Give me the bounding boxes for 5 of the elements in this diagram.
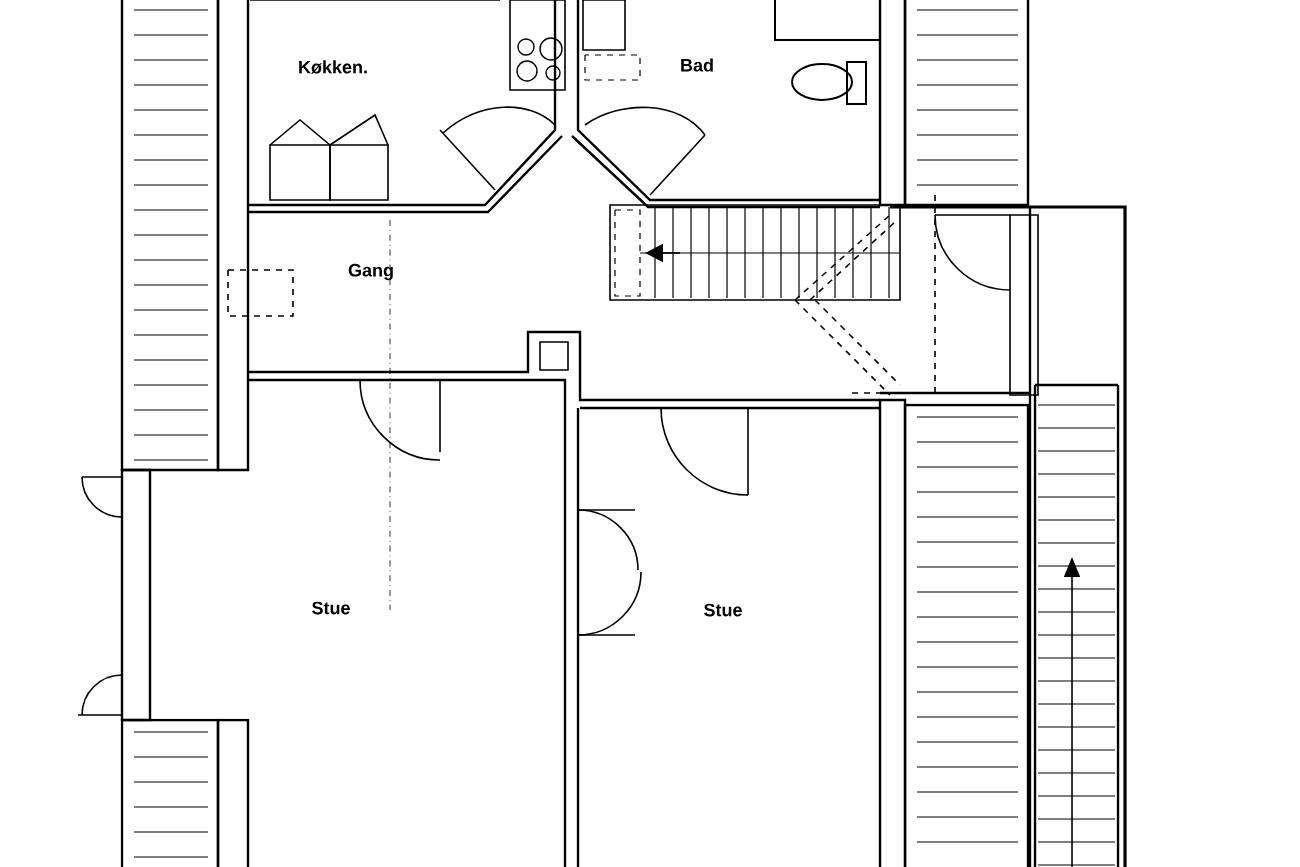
room-label: Køkken. bbox=[299, 60, 367, 74]
room-label: Stue bbox=[704, 603, 742, 617]
room-label: Bad bbox=[681, 58, 713, 72]
room-label: Gang bbox=[348, 263, 393, 281]
room-label: Stue bbox=[312, 601, 350, 615]
